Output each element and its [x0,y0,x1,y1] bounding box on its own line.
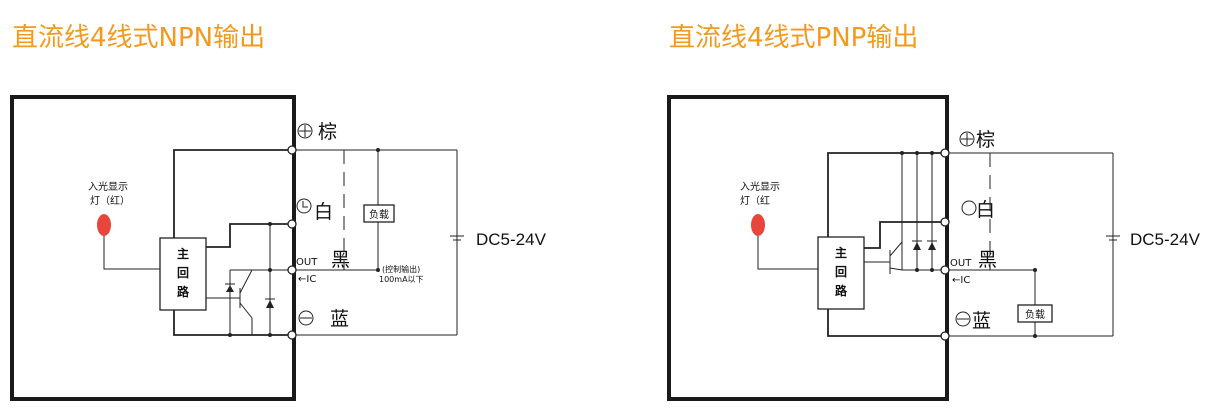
pnp-white-wire [864,221,945,249]
npn-led-label-1: 入光显示 [88,180,128,193]
npn-main-circuit [159,237,207,311]
pnp-plus-icon [959,131,975,147]
npn-white-wire [206,223,292,248]
npn-load-box [363,204,395,223]
npn-supply-label: DC5-24V [476,230,547,249]
pnp-title: 直流线4线式PNP输出 [669,23,918,53]
npn-terminal-brown [287,145,297,155]
npn-label-brown: 棕 [318,121,337,143]
pnp-diode-icon-2 [928,242,936,250]
pnp-out-label: OUT [950,258,972,269]
pnp-vplus-wire [827,152,945,237]
npn-led-label-2: 灯（红） [90,194,130,207]
npn-main-char-1: 主 [177,246,189,261]
npn-control-note-1: (控制输出) [382,264,420,274]
npn-clock-icon [296,198,312,214]
npn-control-note-2: 100mA以下 [379,275,424,284]
npn-led-icon [97,214,111,236]
pnp-label-black: 黑 [978,249,997,271]
pnp-label-blue: 蓝 [972,310,991,332]
pnp-sensor-body [667,95,949,401]
pnp-diagram: 直流线4线式PNP输出 入光显示 灯（红 主 回 路 [667,23,1201,401]
npn-diagram: 直流线4线式NPN输出 入光显示 灯（红） 主 回 路 [10,23,547,401]
pnp-ic-label: ←IC [952,275,970,286]
npn-vplus-wire [173,149,292,238]
pnp-clock-icon [961,200,977,216]
npn-sensor-body [10,95,296,401]
npn-led-wire [103,236,160,270]
pnp-main-char-3: 路 [835,283,848,298]
npn-gnd-wire [173,310,292,336]
pnp-minus-icon [955,311,971,327]
pnp-label-white: 白 [976,199,995,221]
npn-ic-label: ←IC [298,274,316,285]
npn-protect-diode-icon [266,300,274,308]
npn-terminal-blue [287,330,297,340]
pnp-load-label: 负载 [1025,308,1045,321]
npn-label-blue: 蓝 [330,308,349,330]
npn-terminal-white [287,219,297,229]
pnp-main-char-2: 回 [835,265,847,279]
npn-plus-icon [297,123,313,139]
pnp-terminal-white [940,217,950,227]
pnp-main-char-1: 主 [835,245,847,260]
npn-minus-icon [298,310,314,326]
pnp-terminal-black [940,265,950,275]
pnp-gnd-wire [827,309,945,337]
npn-zener-diode-icon [226,285,234,292]
pnp-label-brown: 棕 [976,129,995,151]
npn-label-black: 黑 [331,249,350,271]
npn-main-char-3: 路 [177,284,190,299]
pnp-supply-label: DC5-24V [1130,230,1201,249]
npn-terminal-black [287,265,297,275]
npn-out-label: OUT [296,257,318,268]
pnp-diode-icon-1 [913,242,921,250]
pnp-led-icon [751,214,765,236]
npn-label-white: 白 [314,201,333,223]
pnp-terminal-brown [940,148,950,158]
pnp-terminal-blue [940,331,950,341]
pnp-led-label-1: 入光显示 [740,180,780,193]
npn-load-label: 负载 [369,208,389,221]
npn-title: 直流线4线式NPN输出 [12,23,265,53]
pnp-led-label-2: 灯（红 [740,194,770,207]
pnp-main-circuit [817,236,865,310]
npn-main-char-2: 回 [177,266,189,280]
pnp-led-wire [757,236,818,270]
